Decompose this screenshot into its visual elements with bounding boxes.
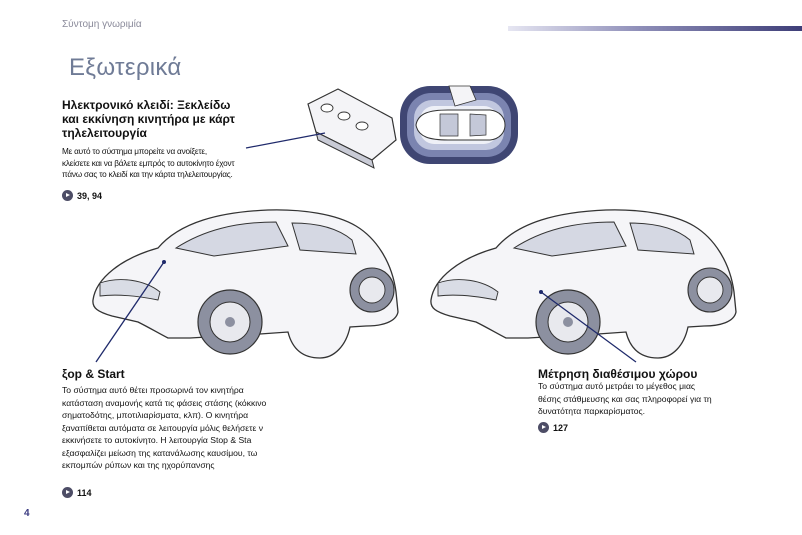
key-leader-line <box>245 132 326 149</box>
stop-start-body-line: εκκινήσετε το αυτοκίνητο. Η λειτουργία S… <box>62 435 252 445</box>
arrow-circle-icon <box>62 487 73 498</box>
parking-body-line: Το σύστημα αυτό μετράει το μέγεθος μιας <box>538 381 696 391</box>
key-body: Με αυτό το σύστημα μπορείτε να ανοίξετε,… <box>62 146 240 181</box>
key-fob-illustration <box>307 88 397 169</box>
key-body-line: κλείσετε και να βάλετε εμπρός το αυτοκίν… <box>62 158 235 168</box>
car-illustration-right <box>430 209 737 359</box>
stop-start-body-line: σηματοδότης, μποτιλιαρίσματα, κλπ). Ο κι… <box>62 410 249 420</box>
header-gradient-bar <box>508 26 802 31</box>
key-heading-line: Ηλεκτρονικό κλειδί: Ξεκλείδω <box>62 98 231 112</box>
parking-ref-page: 127 <box>553 422 569 433</box>
key-body-line: Με αυτό το σύστημα μπορείτε να ανοίξετε, <box>62 147 207 156</box>
stop-start-ref-page: 114 <box>77 487 92 498</box>
stop-start-body-line: εξασφαλίζει μείωση της κατανάλωσης καυσί… <box>62 447 258 458</box>
parking-body: Το σύστημα αυτό μετράει το μέγεθος μιας … <box>538 380 743 418</box>
stop-start-body: Το σύστημα αυτό θέτει προσωρινά τον κινη… <box>62 384 300 472</box>
key-heading-line: και εκκίνηση κινητήρα με κάρτ <box>62 112 235 126</box>
page-number: 4 <box>24 508 30 519</box>
parking-heading: Μέτρηση διαθέσιμου χώρου <box>538 367 698 381</box>
stop-start-heading: ξop & Start <box>62 367 125 381</box>
stop-start-page-reference[interactable]: 114 <box>62 487 92 498</box>
car-illustration-left <box>92 209 399 359</box>
page-title: Εξωτερικά <box>69 54 182 81</box>
key-body-line: πάνω σας το κλειδί και την κάρτα τηλελει… <box>62 170 233 179</box>
key-ref-pages: 39, 94 <box>77 190 103 201</box>
parking-page-reference[interactable]: 127 <box>538 422 568 433</box>
detection-zone-illustration <box>400 85 518 164</box>
stop-start-body-line: κατάσταση αναμονής κατά τις φάσεις στάση… <box>62 397 267 408</box>
section-label: Σύντομη γνωριμία <box>62 19 142 30</box>
arrow-circle-icon <box>538 422 549 433</box>
key-heading-line: τηλελειτουργία <box>62 126 147 140</box>
stop-start-body-line: Το σύστημα αυτό θέτει προσωρινά τον κινη… <box>62 385 244 395</box>
key-page-reference[interactable]: 39, 94 <box>62 190 102 201</box>
key-section: Ηλεκτρονικό κλειδί: Ξεκλείδω και εκκίνησ… <box>62 98 244 140</box>
stop-start-body-line: ξαναπίθεται αυτόματα σε λειτουργία μόλις… <box>62 422 264 433</box>
parking-body-line: δυνατότητα παρκαρίσματος. <box>538 406 646 416</box>
parking-body-line: θέσης στάθμευσης και σας πληροφορεί για … <box>538 393 712 404</box>
stop-start-body-line: εκπομπών ρύπων και της ηχορύπανσης <box>62 460 215 470</box>
stop-start-leader-line <box>95 261 165 363</box>
parking-leader-line <box>540 291 637 363</box>
arrow-circle-icon <box>62 190 73 201</box>
